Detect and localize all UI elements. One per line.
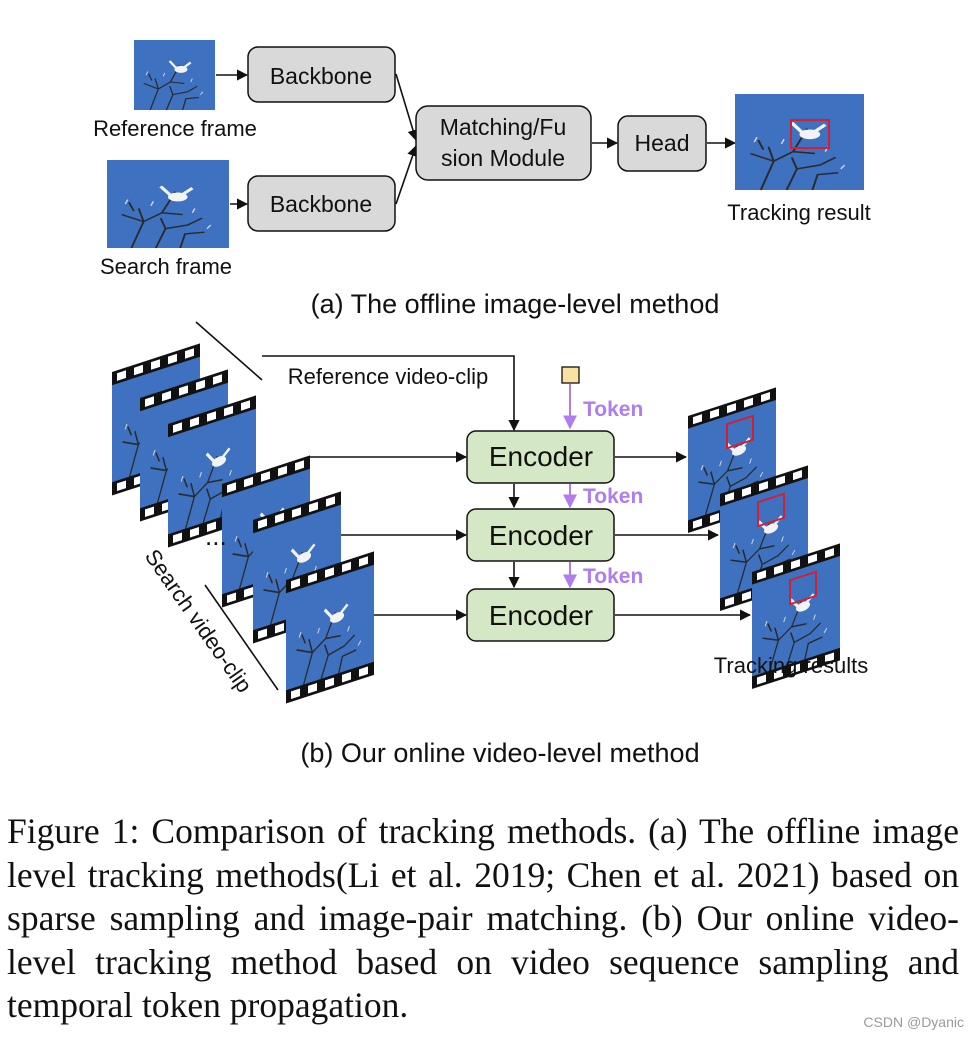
svg-text:Matching/Fu: Matching/Fu (440, 114, 567, 140)
svg-text:sion Module: sion Module (441, 145, 565, 171)
reference-frame-image (132, 38, 217, 112)
svg-text:Encoder: Encoder (489, 600, 593, 631)
arrow-backbone-top-to-matching (395, 73, 419, 142)
svg-text:Encoder: Encoder (489, 441, 593, 472)
diagram-canvas: Reference frame Search frame Backbone Ba… (93, 38, 871, 768)
search-clip-bracket (204, 584, 279, 691)
search-frame-label: Search frame (100, 254, 232, 279)
token-label-2: Token (583, 485, 643, 508)
backbone-node-bottom: Backbone (247, 175, 396, 232)
token-square (561, 366, 580, 384)
reference-clip-bracket (195, 321, 263, 381)
subtitle-a: (a) The offline image-level method (311, 289, 720, 319)
figure-caption: Figure 1: Comparison of tracking methods… (7, 810, 959, 1028)
tracking-result-label: Tracking result (727, 200, 870, 225)
svg-text:Head: Head (635, 130, 690, 156)
reference-clip-label: Reference video-clip (288, 364, 489, 389)
matching-fusion-module-node: Matching/Fu sion Module (415, 105, 592, 181)
head-node: Head (617, 115, 707, 172)
watermark: CSDN @Dyanic (863, 1014, 964, 1030)
arrow-backbone-bottom-to-matching (395, 144, 419, 205)
encoder-node-3: Encoder (466, 588, 615, 642)
caption-label: Figure 1: (7, 811, 152, 851)
tracking-results-clip (688, 387, 840, 689)
token-label-1: Token (583, 398, 643, 421)
tracking-result-image (733, 92, 866, 192)
tracking-results-label: Tracking results (714, 653, 868, 678)
token-label-3: Token (583, 565, 643, 588)
subtitle-b: (b) Our online video-level method (300, 738, 699, 768)
ellipsis: ... (205, 521, 227, 551)
svg-text:Backbone: Backbone (270, 191, 372, 217)
svg-text:Encoder: Encoder (489, 520, 593, 551)
search-frame-image (105, 158, 231, 250)
encoder-node-1: Encoder (466, 430, 615, 484)
arrow-reference-to-encoder (262, 355, 520, 432)
encoder-node-2: Encoder (466, 508, 615, 562)
tracking-bbox (790, 119, 830, 149)
svg-text:Backbone: Backbone (270, 63, 372, 89)
reference-frame-label: Reference frame (93, 116, 257, 141)
backbone-node-top: Backbone (247, 46, 396, 103)
caption-text: Comparison of tracking methods. (a) The … (7, 811, 959, 1025)
